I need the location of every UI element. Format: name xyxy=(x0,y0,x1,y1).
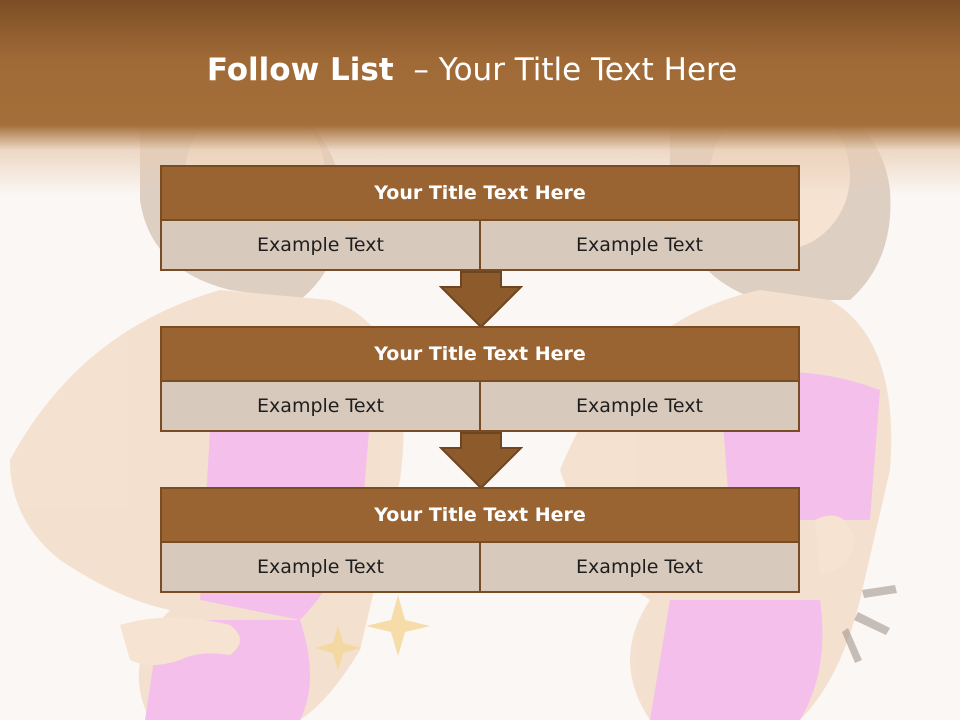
list-block-3: Your Title Text Here Example Text Exampl… xyxy=(160,487,800,593)
header-band xyxy=(0,0,960,195)
sparkle-icon xyxy=(315,595,430,671)
block-row: Example Text Example Text xyxy=(160,382,800,432)
down-arrow-icon xyxy=(439,271,523,329)
slide-title-bold: Follow List xyxy=(206,52,394,88)
block-cell-left: Example Text xyxy=(160,221,481,271)
block-row: Example Text Example Text xyxy=(160,221,800,271)
block-cell-right: Example Text xyxy=(481,543,800,593)
block-row: Example Text Example Text xyxy=(160,543,800,593)
motion-lines-icon xyxy=(842,585,897,663)
block-title: Your Title Text Here xyxy=(160,487,800,543)
block-cell-right: Example Text xyxy=(481,382,800,432)
list-block-1: Your Title Text Here Example Text Exampl… xyxy=(160,165,800,271)
block-cell-left: Example Text xyxy=(160,382,481,432)
block-title: Your Title Text Here xyxy=(160,326,800,382)
block-cell-left: Example Text xyxy=(160,543,481,593)
down-arrow-icon xyxy=(439,432,523,490)
slide-title-rest: – Your Title Text Here xyxy=(413,52,738,88)
block-cell-right: Example Text xyxy=(481,221,800,271)
slide-title: Follow List – Your Title Text Here xyxy=(0,52,944,88)
block-title: Your Title Text Here xyxy=(160,165,800,221)
list-block-2: Your Title Text Here Example Text Exampl… xyxy=(160,326,800,432)
